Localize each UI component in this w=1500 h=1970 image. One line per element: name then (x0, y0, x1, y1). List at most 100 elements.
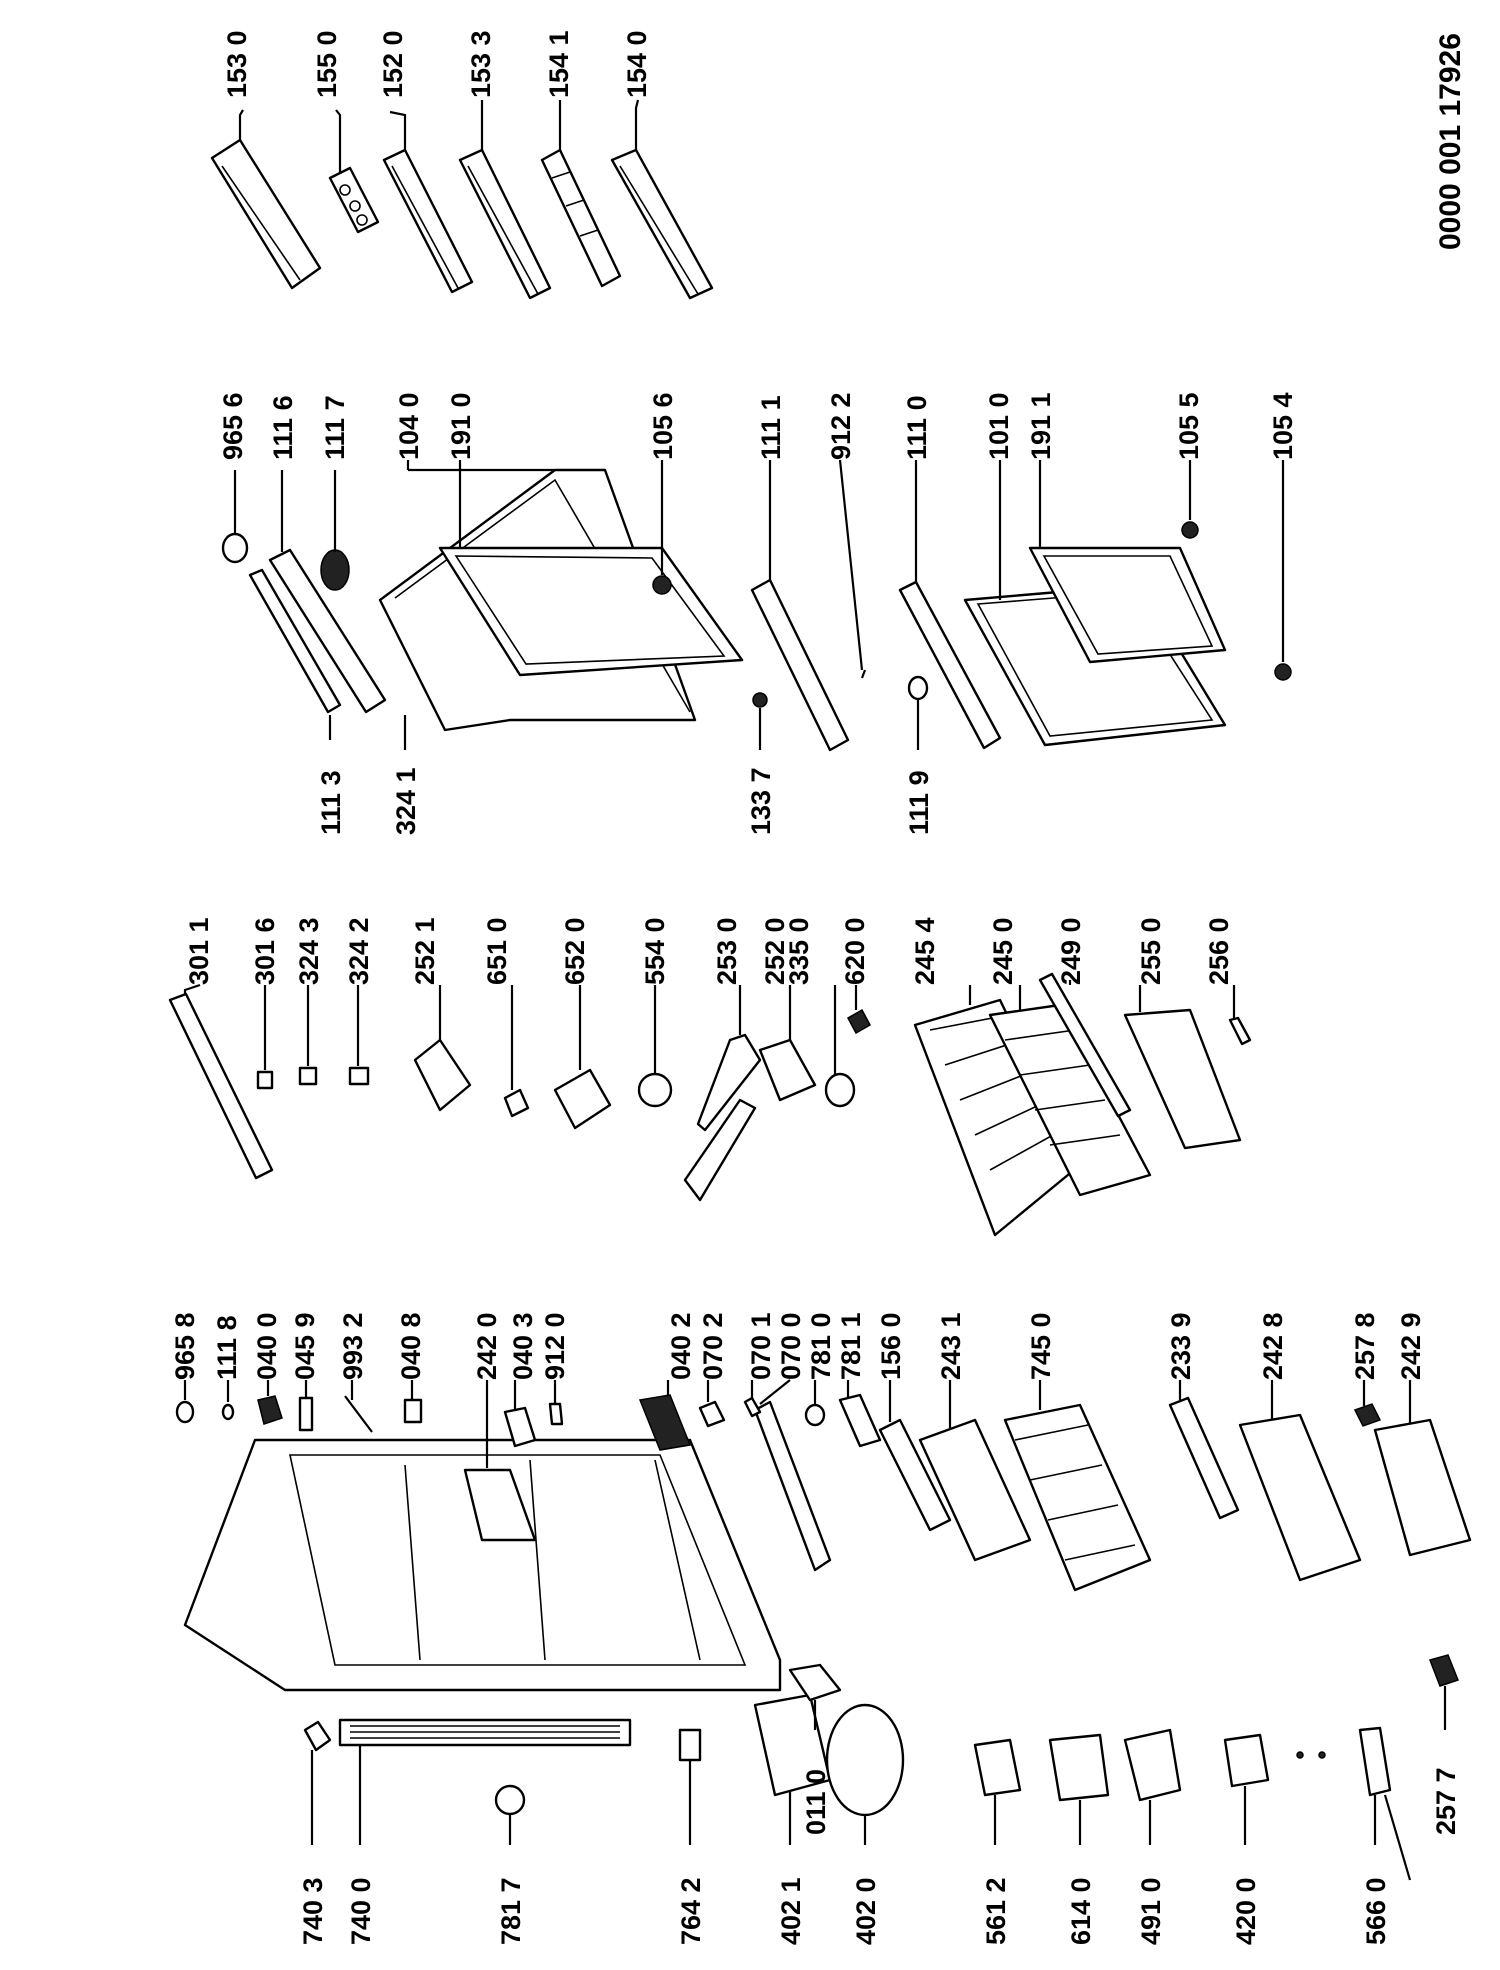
label-253-0: 253 0 (712, 917, 742, 985)
part-111-1 (750, 578, 850, 752)
part-154-0 (610, 99, 714, 300)
document-code: 0000 001 17926 (1434, 33, 1467, 250)
label-256-0: 256 0 (1204, 917, 1234, 985)
part-257-8 (1353, 1403, 1382, 1427)
label-070-0: 070 0 (776, 1312, 806, 1380)
label-040-8: 040 8 (396, 1312, 426, 1380)
part-233-9 (1168, 1396, 1240, 1520)
label-105-6: 105 6 (648, 392, 678, 460)
label-301-1: 301 1 (184, 917, 214, 985)
part-011-0 (788, 1663, 842, 1702)
part-781-7 (494, 1784, 526, 1816)
label-335-0: 335 0 (784, 917, 814, 985)
label-651-0: 651 0 (482, 917, 512, 985)
part-764-2 (678, 1728, 702, 1762)
internal-components-group: 301 1 301 6 324 3 324 2 252 1 651 0 652 … (168, 917, 1252, 1237)
label-155-0: 155 0 (312, 30, 342, 98)
part-191-1 (1028, 546, 1227, 664)
part-912-0 (548, 1402, 564, 1426)
label-191-0: 191 0 (446, 392, 476, 460)
part-781-0 (804, 1403, 826, 1427)
label-652-0: 652 0 (560, 917, 590, 985)
part-301-1 (168, 992, 274, 1180)
label-111-0: 111 0 (902, 395, 932, 460)
part-740-3 (303, 1720, 332, 1752)
part-040-8 (403, 1398, 423, 1424)
part-566-0 (1358, 1726, 1392, 1797)
part-040-3 (503, 1406, 537, 1448)
part-965-8 (175, 1400, 195, 1424)
compressor-group: 740 3 740 0 781 7 764 2 402 1 402 0 561 … (298, 1654, 1461, 1945)
part-561-2 (973, 1738, 1022, 1797)
label-111-8: 111 8 (212, 1315, 242, 1380)
part-335-0 (824, 1072, 856, 1108)
label-153-3: 153 3 (466, 30, 496, 98)
label-153-0: 153 0 (222, 30, 252, 98)
part-324-3 (298, 1066, 318, 1086)
part-255-0 (1123, 1008, 1242, 1150)
label-101-0: 101 0 (984, 392, 1014, 460)
part-420-0 (1223, 1733, 1270, 1788)
label-156-0: 156 0 (876, 1312, 906, 1380)
label-152-0: 152 0 (378, 30, 408, 98)
part-620-0 (846, 1008, 872, 1035)
part-245-0 (988, 1003, 1152, 1197)
label-402-0: 402 0 (851, 1877, 881, 1945)
part-light-cover (683, 1098, 757, 1202)
label-233-9: 233 9 (1166, 1312, 1196, 1380)
label-491-0: 491 0 (1136, 1877, 1166, 1945)
part-dot-a (1296, 1751, 1304, 1759)
label-301-6: 301 6 (250, 917, 280, 985)
part-045-9 (298, 1396, 314, 1432)
door-balconies-group: 153 0 155 0 152 0 153 3 154 1 154 0 (210, 30, 714, 300)
label-111-6: 111 6 (268, 395, 298, 460)
label-993-2: 993 2 (338, 1312, 368, 1380)
doors-group: 965 6 111 6 111 7 104 0 191 0 105 6 111 … (218, 392, 1298, 835)
part-155-0 (328, 109, 380, 234)
label-912-0: 912 0 (540, 1312, 570, 1380)
part-070-1 (743, 1396, 762, 1418)
part-153-3 (458, 100, 552, 300)
label-740-0: 740 0 (346, 1877, 376, 1945)
label-070-1: 070 1 (746, 1312, 776, 1380)
label-745-0: 745 0 (1026, 1312, 1056, 1380)
label-249-0: 249 0 (1056, 917, 1086, 985)
part-252-1 (413, 1038, 472, 1112)
part-156-0 (878, 1418, 952, 1532)
label-191-1: 191 1 (1026, 392, 1056, 460)
label-252-0: 252 0 (760, 917, 790, 985)
label-011-0: 011 0 (801, 1769, 831, 1835)
label-111-3: 111 3 (316, 770, 346, 835)
part-652-0 (553, 1068, 612, 1130)
label-764-2: 764 2 (676, 1877, 706, 1945)
part-070-2 (698, 1400, 726, 1428)
label-242-0: 242 0 (472, 1312, 502, 1380)
part-249-0 (1038, 972, 1132, 1118)
part-dot-b (1318, 1751, 1326, 1759)
label-154-0: 154 0 (622, 30, 652, 98)
label-965-8: 965 8 (170, 1312, 200, 1380)
label-614-0: 614 0 (1066, 1877, 1096, 1945)
label-402-1: 402 1 (776, 1877, 806, 1945)
part-257-7 (1429, 1654, 1459, 1687)
part-111-7 (320, 549, 350, 591)
part-242-0 (463, 1468, 537, 1542)
label-242-8: 242 8 (1258, 1312, 1288, 1380)
label-245-0: 245 0 (988, 917, 1018, 985)
part-070-0 (753, 1400, 832, 1572)
part-554-0 (637, 1072, 673, 1108)
label-257-7: 257 7 (1431, 1767, 1461, 1835)
part-111-8 (221, 1403, 235, 1421)
label-133-7: 133 7 (746, 767, 776, 835)
part-111-3 (248, 568, 342, 714)
part-152-0 (382, 110, 474, 294)
label-243-1: 243 1 (936, 1312, 966, 1380)
part-256-0 (1228, 1016, 1252, 1046)
part-242-9 (1373, 1418, 1472, 1557)
label-245-4: 245 4 (910, 917, 940, 985)
label-620-0: 620 0 (840, 917, 870, 985)
part-105-5 (1181, 521, 1199, 539)
label-045-9: 045 9 (290, 1312, 320, 1380)
part-242-8 (1238, 1413, 1362, 1582)
